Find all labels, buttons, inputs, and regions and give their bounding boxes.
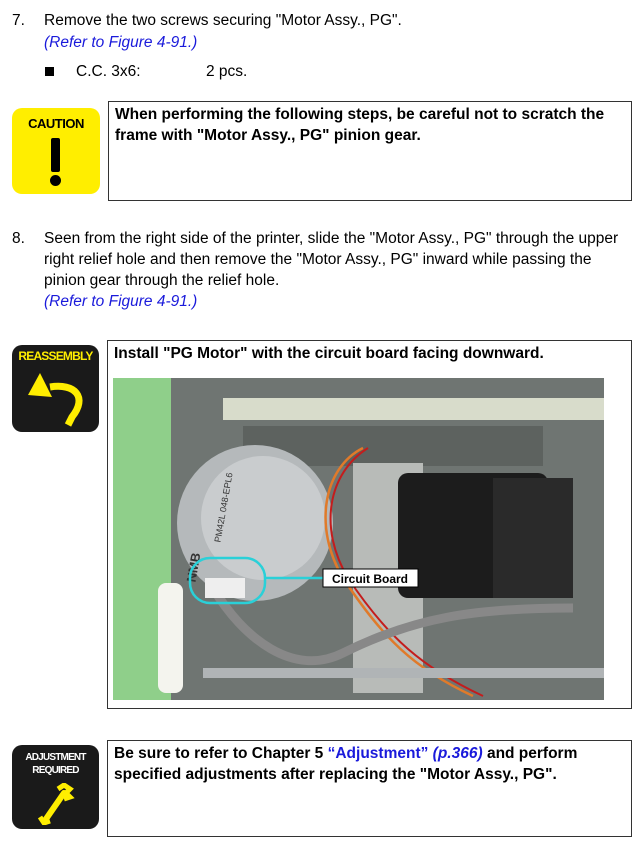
caution-icon-label: CAUTION bbox=[28, 116, 84, 131]
step-text: Remove the two screws securing "Motor As… bbox=[44, 12, 402, 29]
wrench-icon bbox=[37, 783, 75, 825]
caution-icon: CAUTION bbox=[12, 108, 100, 194]
return-arrow-icon bbox=[28, 373, 83, 427]
step-text: Seen from the right side of the printer,… bbox=[44, 230, 619, 289]
adjustment-chapter-link[interactable]: “Adjustment” bbox=[327, 745, 429, 762]
adjustment-text-end: and perform specified adjustments after … bbox=[114, 745, 578, 783]
screw-type: C.C. 3x6: bbox=[76, 63, 141, 80]
step-number: 8. bbox=[12, 230, 25, 247]
figure-reference-link[interactable]: (Refer to Figure 4-91.) bbox=[44, 293, 198, 310]
caution-box: When performing the following steps, be … bbox=[108, 101, 632, 201]
reassembly-icon: REASSEMBLY bbox=[12, 345, 99, 432]
adjustment-text: Be sure to refer to Chapter 5 “Adjustmen… bbox=[108, 741, 631, 787]
reassembly-icon-label: REASSEMBLY bbox=[18, 349, 93, 363]
exclamation-dot bbox=[50, 175, 61, 186]
adjustment-icon-label-1: ADJUSTMENT bbox=[25, 752, 86, 763]
motor-assembly-photo: PM42L 048-EPL6 NMB Circuit Board bbox=[113, 378, 604, 700]
exclamation-bar bbox=[51, 138, 60, 172]
adjustment-required-icon: ADJUSTMENT REQUIRED bbox=[12, 745, 99, 829]
step-number: 7. bbox=[12, 12, 25, 29]
screw-count: 2 pcs. bbox=[206, 63, 248, 80]
reassembly-text: Install "PG Motor" with the circuit boar… bbox=[114, 345, 544, 362]
reassembly-box: Install "PG Motor" with the circuit boar… bbox=[107, 340, 632, 709]
adjustment-icon-label-2: REQUIRED bbox=[32, 765, 79, 776]
adjustment-icon-label: ADJUSTMENT REQUIRED bbox=[12, 751, 99, 777]
figure-reference-link[interactable]: (Refer to Figure 4-91.) bbox=[44, 34, 198, 51]
adjustment-box: Be sure to refer to Chapter 5 “Adjustmen… bbox=[107, 740, 632, 837]
bullet-icon bbox=[45, 67, 54, 76]
page-reference-link[interactable]: (p.366) bbox=[432, 745, 483, 762]
adjustment-text-start: Be sure to refer to Chapter 5 bbox=[114, 745, 328, 762]
circuit-board-callout: Circuit Board bbox=[332, 572, 408, 586]
caution-text: When performing the following steps, be … bbox=[115, 106, 605, 144]
